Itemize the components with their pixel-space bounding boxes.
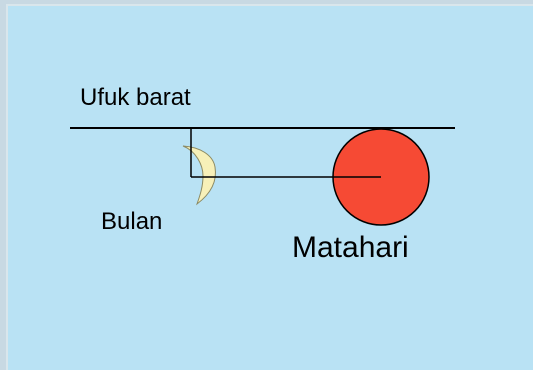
horizon-label: Ufuk barat xyxy=(80,84,191,111)
sun-label: Matahari xyxy=(292,231,409,264)
crescent-moon xyxy=(182,145,216,206)
moon-label: Bulan xyxy=(101,208,163,235)
diagram-panel xyxy=(6,4,533,370)
